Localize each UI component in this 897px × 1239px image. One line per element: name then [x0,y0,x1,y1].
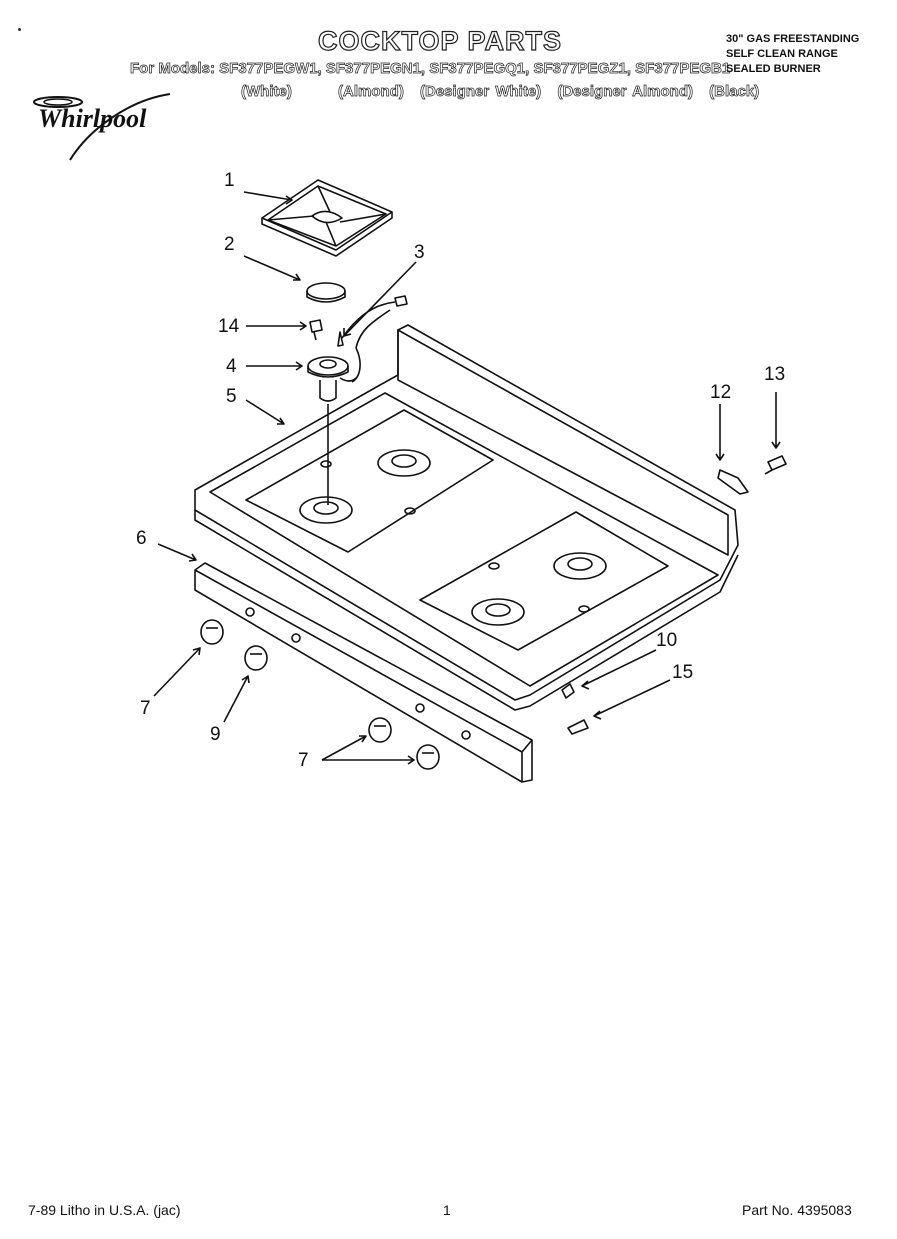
models-line: For Models: SF377PEGW1, SF377PEGN1, SF37… [130,60,731,78]
callout-2: 2 [224,234,235,255]
callout-1: 1 [224,170,235,191]
variant-designer-white: (Designer White) [420,83,542,101]
variant-black: (Black) [709,83,760,101]
variant-white: (White) [241,83,293,101]
product-description: 30" GAS FREESTANDING SELF CLEAN RANGE SE… [726,32,859,77]
callout-6: 6 [136,528,147,549]
callout-15: 15 [672,662,694,683]
burner-base-part [307,356,349,505]
footer-part-number: Part No. 4395083 [742,1202,852,1218]
whirlpool-logo-text: Whirlpool [38,104,147,133]
variant-designer-almond: (Designer Almond) [557,83,693,101]
whirlpool-logo-swirl-icon [33,93,171,161]
control-panel-part [194,562,533,783]
cooktop-main-part [194,324,739,711]
screw-part-14 [309,319,323,341]
burner-cap-part [306,282,346,303]
callout-14: 14 [218,316,240,337]
variant-almond: (Almond) [338,83,405,101]
footer-print-info: 7-89 Litho in U.S.A. (jac) [28,1202,181,1218]
callout-4: 4 [226,356,237,377]
color-variants: (White) (Almond) (Designer White) (Desig… [241,83,769,101]
page-title: COCKTOP PARTS [317,25,563,56]
control-knobs-part [200,619,440,770]
callout-3: 3 [414,242,425,263]
hardware-parts [561,455,787,735]
callout-7-bottom: 7 [298,750,309,771]
callout-7-left: 7 [140,698,151,719]
callout-12: 12 [710,382,732,403]
registration-dot [18,28,21,31]
description-line-2: SELF CLEAN RANGE [726,48,838,60]
burner-grate-part [261,179,393,257]
leader-arrows [153,191,781,765]
callout-10: 10 [656,630,678,651]
description-line-3: SEALED BURNER [726,63,821,75]
description-line-1: 30" GAS FREESTANDING [726,33,860,45]
callout-13: 13 [764,364,786,385]
callout-9: 9 [210,724,221,745]
footer-page-number: 1 [443,1202,451,1218]
callout-5: 5 [226,386,237,407]
